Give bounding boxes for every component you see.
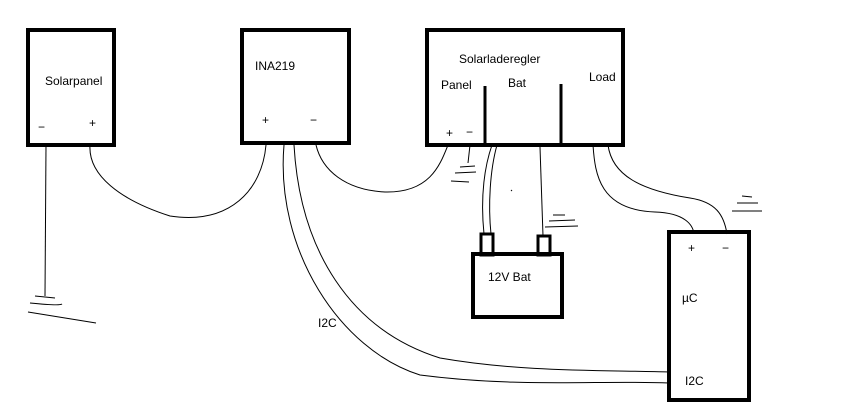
wire-load-to-mcu-plus [592, 144, 695, 235]
charge-controller-panel-minus: − [466, 125, 473, 139]
wire-i2c-line-2 [293, 144, 670, 373]
charge-controller-label: Solarladeregler [459, 52, 540, 66]
ina219-label: INA219 [255, 59, 295, 73]
ina219-plus-terminal: + [262, 113, 269, 127]
battery-terminal-left [479, 232, 495, 257]
wire-solarpanel-plus-to-ina219 [89, 144, 267, 218]
wire-bat-to-battery-right [539, 146, 544, 237]
ina219-minus-terminal: − [310, 113, 317, 127]
wire-load-to-mcu-minus [607, 144, 728, 235]
solarpanel-label: Solarpanel [45, 74, 102, 88]
solarpanel-minus-terminal: − [38, 120, 45, 134]
stray-dot [510, 189, 513, 192]
wire-charger-panel-minus-ground [450, 144, 477, 183]
microcontroller-block: µC + − I2C [667, 230, 751, 402]
charge-controller-panel-label: Panel [441, 78, 472, 92]
ground-symbol-left [27, 295, 97, 324]
charge-controller-load-label: Load [589, 70, 616, 84]
wire-i2c-line-1 [282, 144, 670, 384]
solarpanel-block: Solarpanel − + [26, 28, 116, 147]
microcontroller-label: µC [682, 291, 698, 305]
wire-bat-to-battery-left [482, 144, 493, 235]
microcontroller-plus-terminal: + [688, 241, 695, 255]
wire-bat-to-battery-left-2 [489, 144, 498, 235]
microcontroller-i2c-label: I2C [685, 374, 704, 388]
charge-controller-bat-label: Bat [508, 76, 527, 90]
ground-symbol-mcu [732, 195, 762, 212]
ina219-block: INA219 + − [240, 28, 351, 145]
battery-block: 12V Bat [471, 232, 564, 319]
i2c-bus-label: I2C [318, 316, 337, 330]
microcontroller-minus-terminal: − [722, 241, 729, 255]
wire-ina219-minus-to-charger [315, 144, 449, 193]
ground-symbol-battery [544, 214, 579, 228]
solarpanel-plus-terminal: + [89, 116, 96, 130]
wire-solarpanel-minus-ground [44, 144, 47, 297]
charge-controller-block: Solarladeregler Panel Bat Load + − [425, 28, 625, 147]
charge-controller-panel-plus: + [446, 126, 453, 140]
battery-label: 12V Bat [488, 270, 531, 284]
wires [27, 144, 762, 384]
